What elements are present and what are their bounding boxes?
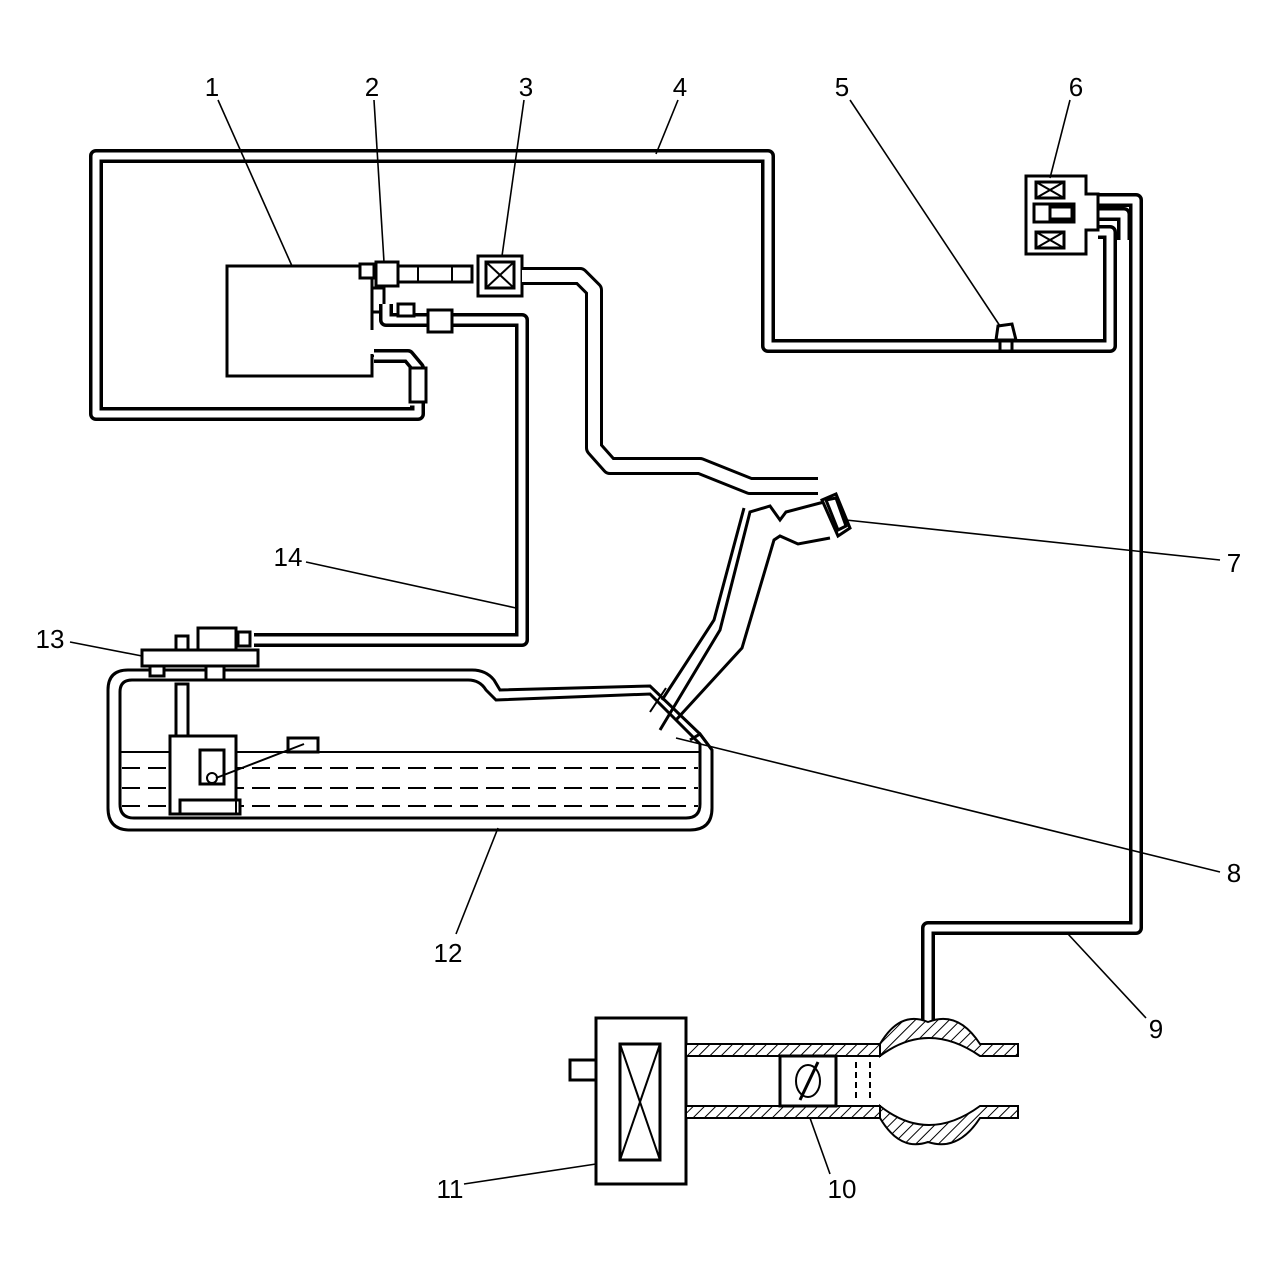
callout-11: 11	[437, 1174, 464, 1204]
purge-valve-connector	[370, 260, 474, 314]
callout-3: 3	[519, 72, 533, 102]
callout-10: 10	[828, 1174, 857, 1204]
intake-system	[568, 1016, 1019, 1186]
callout-9: 9	[1149, 1014, 1163, 1044]
callout-14: 14	[274, 542, 303, 572]
callout-13: 13	[36, 624, 65, 654]
fuel-sender-module	[140, 626, 260, 682]
canister-vent-hose	[374, 349, 428, 404]
callout-8: 8	[1227, 858, 1241, 888]
leader-lines	[69, 99, 1221, 1185]
fresh-air-hose	[522, 267, 820, 495]
filler-neck	[649, 492, 852, 751]
vapor-line-14	[254, 302, 529, 647]
fuel-tank	[106, 668, 714, 832]
callout-1: 1	[205, 72, 219, 102]
callout-12: 12	[434, 938, 463, 968]
callout-labels: 1 2 3 4 5 6 7 8 9 10 11 12 13 14	[36, 72, 1242, 1204]
purge-solenoid	[1024, 174, 1100, 256]
callout-7: 7	[1227, 548, 1241, 578]
callout-5: 5	[835, 72, 849, 102]
callout-2: 2	[365, 72, 379, 102]
callout-6: 6	[1069, 72, 1083, 102]
pressure-sensor	[994, 322, 1018, 352]
fresh-air-filter	[476, 254, 524, 298]
callout-4: 4	[673, 72, 687, 102]
vent-line-4	[89, 149, 1117, 421]
